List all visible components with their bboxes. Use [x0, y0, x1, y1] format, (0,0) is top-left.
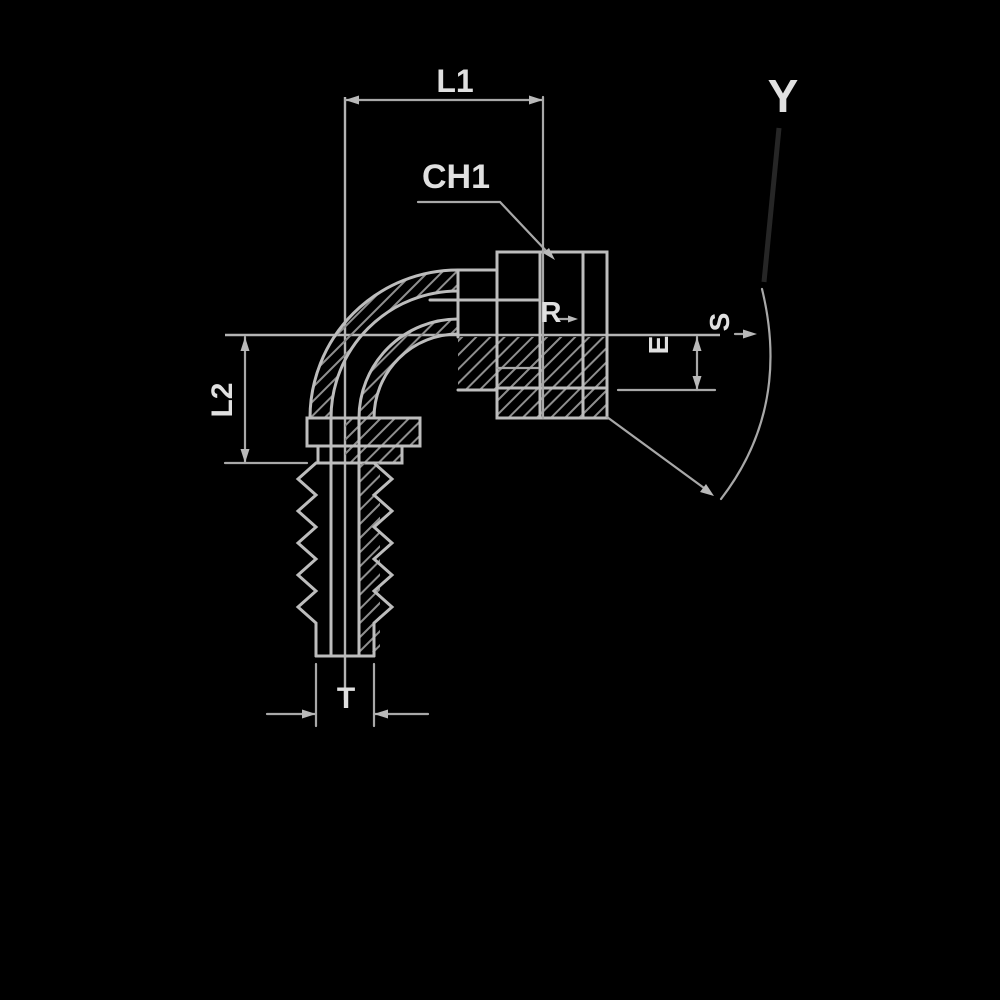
dim-label-r: R: [541, 297, 562, 329]
dim-label-l2: L2: [206, 382, 239, 417]
dimension-e: E: [616, 336, 717, 392]
t-arrow-right: [374, 709, 388, 719]
swing-radius-leader: [605, 415, 706, 490]
centerlines: [225, 97, 720, 700]
l1-arrow-left: [345, 95, 359, 105]
t-arrow-left: [302, 709, 316, 719]
nut-thread-section-hatch: [497, 337, 607, 388]
hose-stop-collar: [305, 416, 422, 465]
collar-section-hatch-lower: [345, 446, 402, 463]
dim-label-s: S: [704, 313, 735, 332]
e-arrow-top: [692, 337, 702, 351]
r-arrow: [568, 315, 578, 323]
tail-right-barb-profile: [371, 461, 395, 658]
collar-neck-outline: [316, 444, 404, 465]
tail-left-barb-profile: [295, 461, 319, 658]
elbow-inner-arc: [372, 332, 460, 420]
dimension-t: T: [265, 662, 430, 728]
collar-section-hatch-upper: [345, 418, 420, 446]
elbow-body: [308, 268, 540, 420]
dim-label-y: Y: [768, 70, 799, 122]
s-arrow: [743, 329, 757, 339]
y-leader-line: [761, 127, 782, 283]
dim-label-e: E: [643, 336, 674, 355]
body-section-hatch: [458, 337, 497, 390]
l1-arrow-right: [529, 95, 543, 105]
swing-arc: [719, 287, 772, 501]
collar-flange-outline: [305, 416, 422, 448]
nut-wall-section-hatch: [497, 388, 607, 418]
dimension-ch1: CH1: [416, 158, 555, 260]
dimension-l1: L1: [343, 63, 545, 420]
elbow-outer-wall-section-hatch: [310, 270, 458, 418]
dim-label-t: T: [337, 682, 355, 715]
elbow-bore-outer-arc: [329, 289, 460, 420]
dimension-r: R: [541, 297, 578, 329]
tail-wall-section-hatch: [359, 463, 380, 652]
l2-arrow-bottom: [240, 449, 250, 463]
e-arrow-bottom: [692, 376, 702, 390]
hose-tail: [295, 416, 395, 658]
elbow-outer-arc: [308, 268, 460, 420]
elbow-bore-inner-arc: [357, 317, 460, 420]
dimension-l2: L2: [206, 335, 309, 465]
elbow-inner-wall-section-hatch: [359, 319, 458, 418]
ch1-leader-arrow: [543, 248, 555, 260]
swing-annotation: Y: [605, 70, 799, 501]
dimension-s: S: [704, 313, 757, 339]
ch1-leader-line: [416, 200, 553, 258]
dim-label-ch1: CH1: [422, 158, 490, 196]
dim-label-l1: L1: [436, 63, 473, 99]
l2-arrow-top: [240, 337, 250, 351]
swing-leader-arrow: [700, 484, 714, 496]
